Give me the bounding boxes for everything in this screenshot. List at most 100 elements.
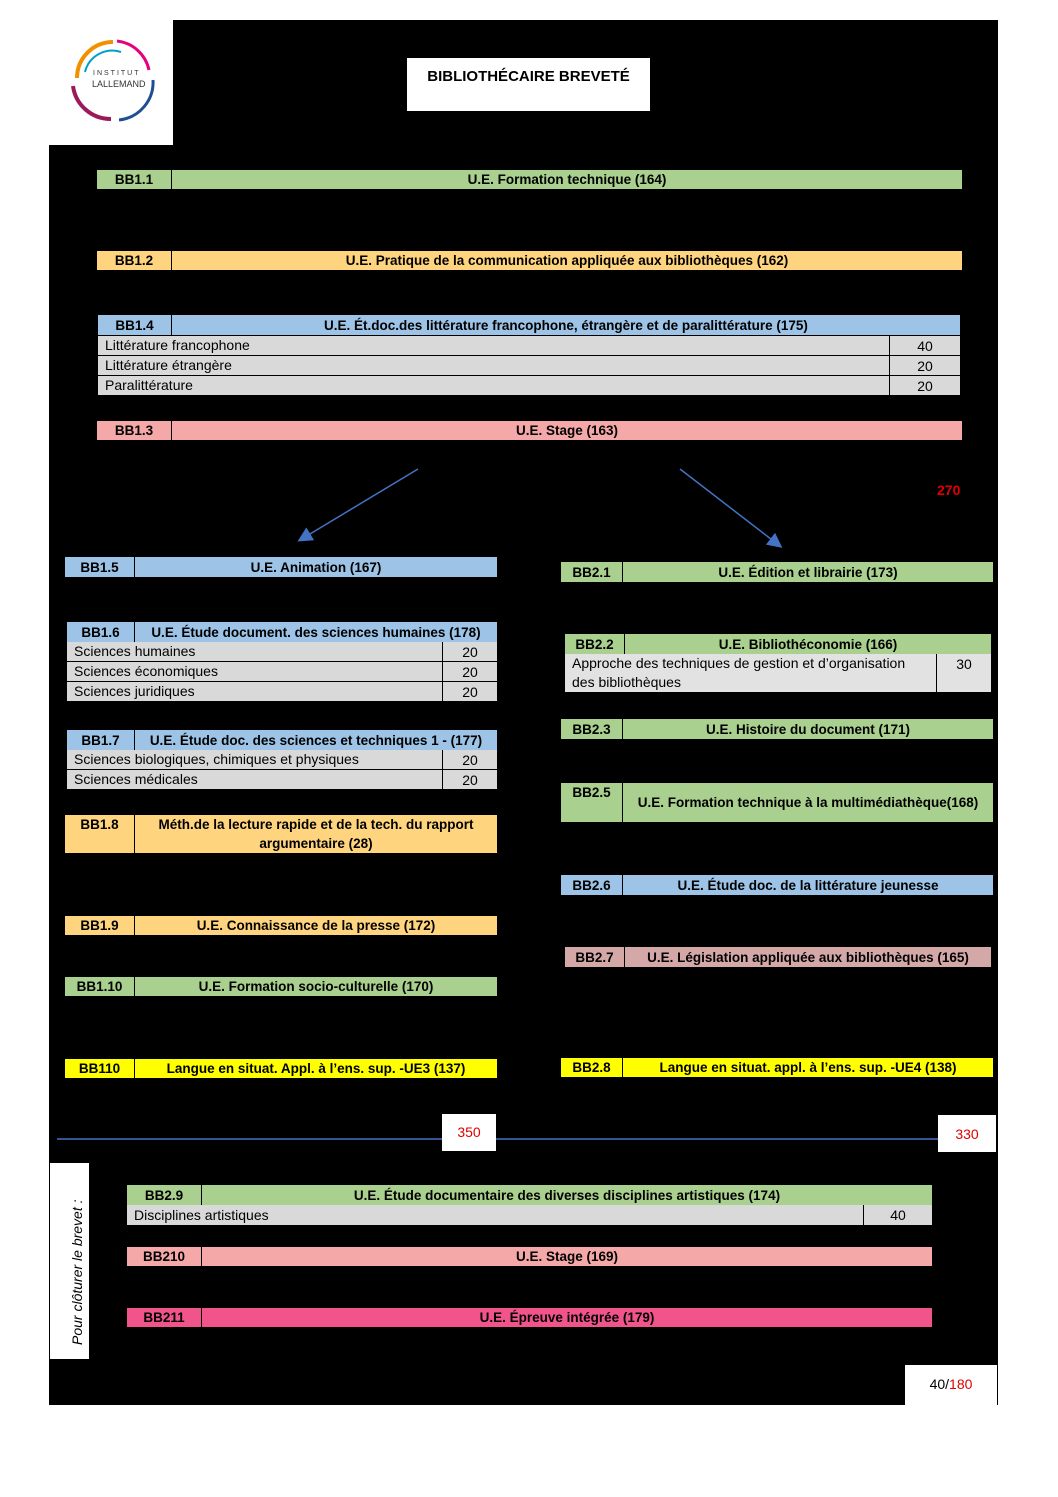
module-bar: BB1.5 U.E. Animation (167)	[65, 557, 497, 577]
module-code: BB1.9	[65, 916, 135, 935]
row-value: 20	[917, 357, 933, 374]
row-label: Sciences humaines	[67, 642, 443, 661]
row-label: Approche des techniques de gestion et d’…	[565, 654, 937, 692]
module-title: U.E. Étude doc. des sciences et techniqu…	[149, 732, 483, 748]
row-value: 20	[462, 683, 478, 700]
module-bar: BB2.1 U.E. Édition et librairie (173)	[561, 562, 993, 582]
total-first-year: 270	[937, 482, 961, 498]
table-row: Sciences biologiques, chimiques et physi…	[67, 750, 497, 770]
row-value: 40	[890, 1207, 906, 1223]
module-bar: BB1.2 U.E. Pratique de la communication …	[97, 251, 962, 270]
module-bar: BB1.6 U.E. Étude document. des sciences …	[67, 622, 497, 642]
table-row: Sciences économiques 20	[67, 662, 497, 682]
logo-line1: INSTITUT	[93, 70, 141, 77]
module-title: U.E. Pratique de la communication appliq…	[345, 253, 789, 268]
module-title: U.E. Formation socio-culturelle (170)	[198, 979, 434, 994]
module-code: BB1.8	[65, 815, 135, 853]
table-row: Paralittérature 20	[98, 376, 960, 396]
module-code: BB1.3	[97, 421, 172, 440]
page-number-separator: /	[945, 1376, 950, 1392]
row-label: Paralittérature	[98, 376, 890, 395]
row-value: 20	[462, 663, 478, 680]
row-value: 40	[917, 337, 933, 354]
table-row: Sciences juridiques 20	[67, 682, 497, 702]
total-right: 330	[955, 1126, 979, 1142]
module-bar: BB2.3 U.E. Histoire du document (171)	[561, 719, 993, 739]
module-title: U.E. Étude document. des sciences humain…	[151, 624, 481, 640]
module-bar: BB1.1 U.E. Formation technique (164)	[97, 170, 962, 189]
row-value: 20	[462, 771, 478, 788]
module-code: BB1.4	[98, 315, 172, 335]
module-bar: BB2.7 U.E. Législation appliquée aux bib…	[565, 947, 991, 967]
logo-rings-icon	[71, 39, 155, 122]
module-bar: BB110 Langue en situat. Appl. à l’ens. s…	[65, 1059, 497, 1078]
module-title: Méth.de la lecture rapide et de la tech.…	[158, 817, 474, 851]
module-code: BB1.5	[65, 557, 135, 577]
module-title: Langue en situat. Appl. à l’ens. sup. -U…	[166, 1061, 466, 1076]
module-title: U.E. Stage (169)	[515, 1249, 619, 1264]
module-bar: BB210 U.E. Stage (169)	[127, 1247, 932, 1266]
row-label: Sciences juridiques	[67, 682, 443, 701]
module-title: U.E. Stage (163)	[515, 423, 619, 438]
module-bar: BB1.8 Méth.de la lecture rapide et de la…	[65, 815, 497, 853]
closing-label: Pour clôturer le brevet :	[69, 1199, 85, 1345]
module-bar: BB2.9 U.E. Étude documentaire des divers…	[127, 1185, 932, 1205]
module-bar: BB2.8 Langue en situat. appl. à l’ens. s…	[561, 1058, 993, 1077]
module-code: BB2.2	[565, 634, 625, 654]
module-code: BB2.8	[561, 1058, 623, 1077]
closing-label-box: Pour clôturer le brevet :	[50, 1163, 89, 1359]
page-title: BIBLIOTHÉCAIRE BREVETÉ	[427, 68, 630, 85]
page-title-box: BIBLIOTHÉCAIRE BREVETÉ	[407, 58, 650, 111]
module-bar: BB1.3 U.E. Stage (163)	[97, 421, 962, 440]
module-code: BB2.5	[561, 783, 623, 822]
module-bar: BB211 U.E. Épreuve intégrée (179)	[127, 1308, 932, 1327]
module-title: U.E. Étude documentaire des diverses dis…	[353, 1187, 781, 1203]
module-code: BB2.9	[127, 1185, 202, 1205]
module-bar: BB1.10 U.E. Formation socio-culturelle (…	[65, 977, 497, 996]
module-code: BB2.7	[565, 947, 625, 967]
table-row: Approche des techniques de gestion et d’…	[565, 654, 991, 693]
page-number: 40/180	[905, 1376, 997, 1392]
module-bar: BB1.4 U.E. Ét.doc.des littérature franco…	[98, 315, 960, 335]
row-value: 20	[462, 643, 478, 660]
table-row: Disciplines artistiques 40	[127, 1205, 932, 1226]
page-number-total: 180	[949, 1376, 973, 1392]
row-label: Littérature étrangère	[98, 356, 890, 375]
module-title: U.E. Étude doc. de la littérature jeunes…	[677, 877, 939, 893]
module-title: U.E. Formation technique (164)	[467, 172, 667, 187]
module-code: BB110	[65, 1059, 135, 1078]
row-label: Sciences biologiques, chimiques et physi…	[67, 750, 443, 769]
module-title: U.E. Histoire du document (171)	[705, 721, 911, 737]
table-row: Sciences médicales 20	[67, 770, 497, 790]
total-left-box: 350	[442, 1114, 496, 1151]
module-code: BB1.7	[67, 730, 135, 750]
module-code: BB211	[127, 1308, 202, 1327]
module-code: BB2.6	[561, 875, 623, 895]
module-bar: BB1.7 U.E. Étude doc. des sciences et te…	[67, 730, 497, 750]
module-title: U.E. Législation appliquée aux bibliothè…	[647, 949, 969, 965]
row-label: Sciences médicales	[67, 770, 443, 789]
module-code: BB1.1	[97, 170, 172, 189]
row-label: Littérature francophone	[98, 336, 890, 355]
total-left: 350	[457, 1124, 481, 1140]
module-title: U.E. Bibliothéconomie (166)	[718, 636, 898, 652]
logo-line2: LALLEMAND	[92, 79, 146, 89]
module-title: U.E. Édition et librairie (173)	[718, 564, 898, 580]
row-label: Sciences économiques	[67, 662, 443, 681]
total-right-box: 330	[938, 1115, 996, 1152]
module-code: BB2.3	[561, 719, 623, 739]
module-title: Langue en situat. appl. à l’ens. sup. -U…	[659, 1060, 957, 1075]
module-code: BB1.10	[65, 977, 135, 996]
row-value: 20	[462, 751, 478, 768]
logo: INSTITUT LALLEMAND	[49, 20, 173, 145]
module-code: BB2.1	[561, 562, 623, 582]
module-title: U.E. Formation technique à la multimédia…	[637, 795, 979, 810]
module-bar: BB2.5 U.E. Formation technique à la mult…	[561, 783, 993, 822]
table-row: Sciences humaines 20	[67, 642, 497, 662]
module-bar: BB2.2 U.E. Bibliothéconomie (166)	[565, 634, 991, 654]
row-value: 30	[956, 656, 972, 672]
module-bar: BB2.6 U.E. Étude doc. de la littérature …	[561, 875, 993, 895]
module-title: U.E. Ét.doc.des littérature francophone,…	[324, 317, 808, 333]
page-number-box: 40/180	[905, 1365, 997, 1405]
module-title: U.E. Épreuve intégrée (179)	[479, 1310, 655, 1325]
